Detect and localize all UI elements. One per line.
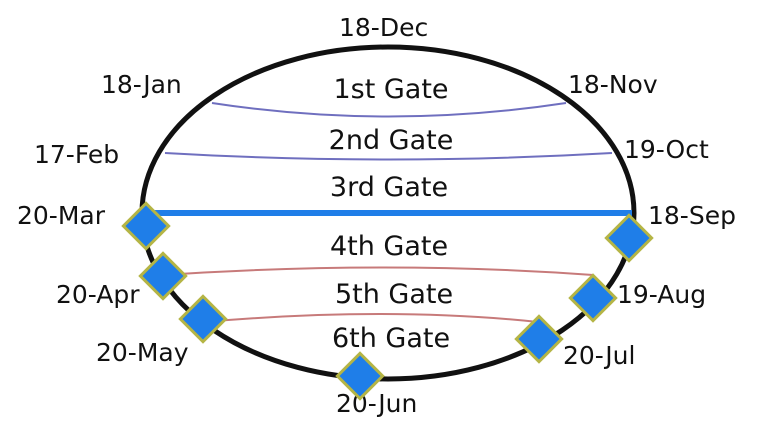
date-marker-20-mar	[121, 201, 171, 251]
date-label-20-jun: 20-Jun	[336, 389, 417, 418]
date-label-18-dec: 18-Dec	[339, 13, 428, 42]
date-label-18-sep: 18-Sep	[648, 201, 736, 230]
date-label-19-oct: 19-Oct	[624, 135, 709, 164]
arc-gate-1-2	[211, 102, 567, 118]
date-marker-18-sep	[604, 213, 654, 263]
date-label-19-aug: 19-Aug	[617, 280, 706, 309]
gate-label-3: 3rd Gate	[330, 172, 448, 203]
date-marker-19-aug	[568, 273, 618, 323]
date-marker-20-jun	[335, 351, 385, 401]
gate-label-5: 5th Gate	[335, 279, 453, 310]
arc-gate-5-6	[203, 313, 539, 323]
gate-label-2: 2nd Gate	[329, 125, 454, 156]
date-label-18-nov: 18-Nov	[568, 70, 658, 99]
date-label-20-jul: 20-Jul	[563, 341, 635, 370]
date-label-20-may: 20-May	[96, 338, 189, 367]
date-label-20-mar: 20-Mar	[17, 201, 106, 230]
arc-gate-4-5	[162, 266, 594, 276]
gate-label-1: 1st Gate	[333, 74, 448, 105]
date-label-20-apr: 20-Apr	[56, 280, 140, 309]
gate-label-6: 6th Gate	[332, 323, 450, 354]
arc-gate-2-3	[164, 152, 613, 161]
date-label-17-feb: 17-Feb	[34, 140, 119, 169]
date-marker-20-may	[178, 294, 228, 344]
date-marker-20-jul	[514, 314, 564, 364]
gate-label-4: 4th Gate	[330, 231, 448, 262]
date-marker-20-apr	[138, 251, 188, 301]
date-label-18-jan: 18-Jan	[101, 70, 182, 99]
